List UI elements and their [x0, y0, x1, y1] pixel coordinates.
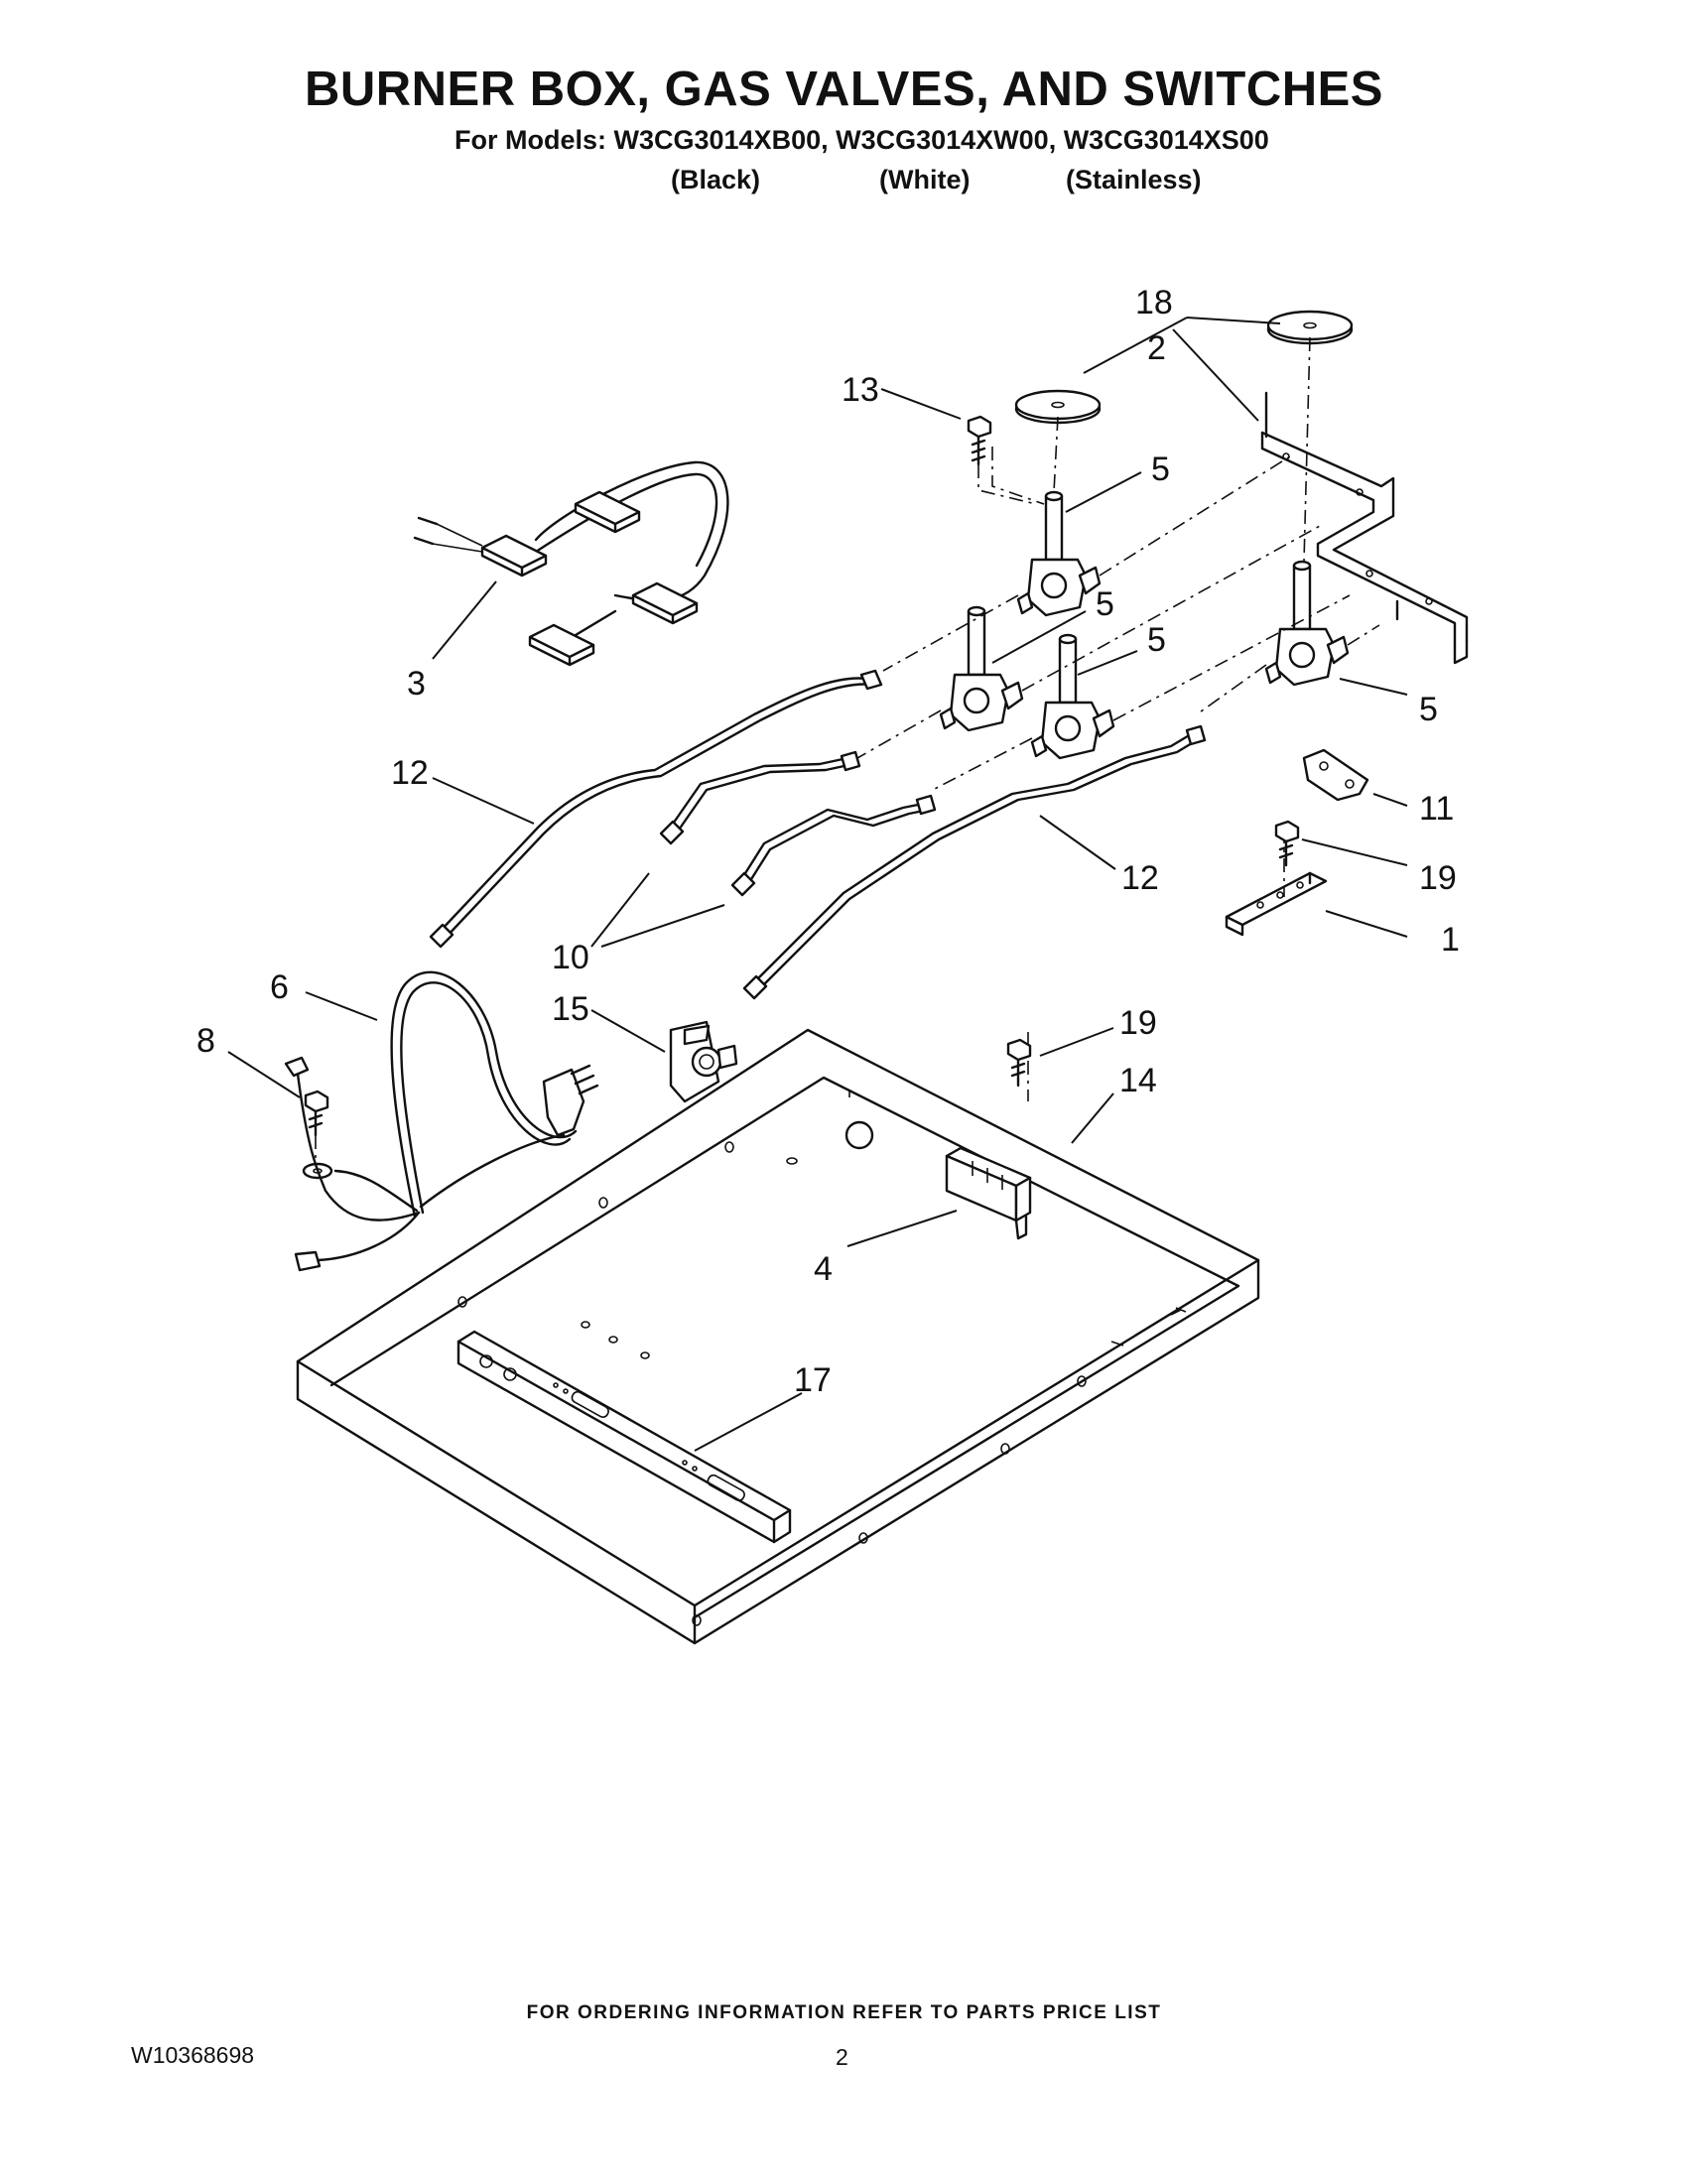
callout-13: 13	[842, 371, 879, 409]
screw-19-lower	[1006, 1038, 1032, 1088]
gas-valve-3	[1030, 633, 1115, 760]
callout-12a: 12	[391, 754, 429, 792]
gasket	[1302, 748, 1369, 802]
leader-lines	[227, 317, 1408, 1452]
manifold-pipe	[1260, 391, 1469, 665]
document-number: W10368698	[131, 2042, 255, 2068]
burner-caps	[1014, 310, 1354, 425]
models-line: For Models: W3CG3014XB00, W3CG3014XW00, …	[454, 125, 1269, 155]
callout-12b: 12	[1121, 859, 1159, 897]
callout-5c: 5	[1147, 621, 1166, 659]
callout-19b: 19	[1119, 1004, 1157, 1042]
callout-15: 15	[552, 990, 589, 1028]
terminal-block	[945, 1146, 1032, 1240]
gas-tubes	[429, 669, 1207, 1000]
callout-14: 14	[1119, 1062, 1157, 1099]
gas-valve-1	[1016, 490, 1102, 617]
ordering-note: FOR ORDERING INFORMATION REFER TO PARTS …	[526, 2002, 1162, 2023]
power-cord	[284, 970, 599, 1272]
callout-4: 4	[814, 1250, 833, 1288]
callout-11: 11	[1419, 790, 1454, 828]
alignment-centerlines	[856, 336, 1380, 1101]
screw-8	[302, 1090, 333, 1180]
callout-10: 10	[552, 939, 589, 976]
switch-harness	[413, 460, 729, 667]
callout-19a: 19	[1419, 859, 1457, 897]
screw-19-upper	[1274, 820, 1300, 867]
variant-black: (Black)	[671, 165, 761, 194]
callout-3: 3	[407, 665, 426, 703]
callout-17: 17	[794, 1361, 832, 1399]
page-number: 2	[836, 2044, 848, 2070]
burner-box	[296, 1028, 1260, 1645]
manifold-bracket	[456, 1330, 792, 1544]
callout-1: 1	[1441, 921, 1460, 959]
gas-valve-4	[1264, 560, 1350, 687]
callout-5b: 5	[1096, 585, 1114, 623]
page-title: BURNER BOX, GAS VALVES, AND SWITCHES	[304, 63, 1383, 116]
callout-2: 2	[1147, 329, 1166, 367]
pressure-regulator	[669, 1020, 738, 1103]
mounting-bracket	[1225, 830, 1328, 937]
callout-5a: 5	[1151, 450, 1170, 488]
callout-8: 8	[196, 1022, 215, 1060]
callout-6: 6	[270, 968, 289, 1006]
variant-stainless: (Stainless)	[1066, 165, 1202, 194]
variant-white: (White)	[879, 165, 971, 194]
screw-13	[967, 415, 1037, 505]
callout-18: 18	[1135, 284, 1173, 321]
callout-numbers: 18 2 13 5 5 5 5 3 12 11 19 12 1 10 6 15 …	[196, 284, 1460, 1399]
callout-5d: 5	[1419, 691, 1438, 728]
gas-valve-2	[939, 605, 1024, 732]
